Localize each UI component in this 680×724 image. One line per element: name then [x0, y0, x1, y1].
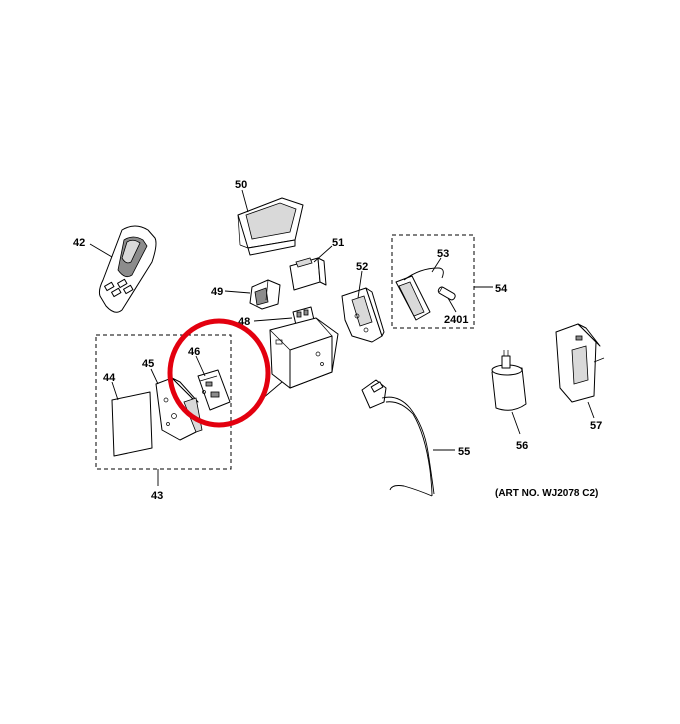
group-43-box: [95, 334, 232, 470]
highlight-circle: [167, 318, 271, 428]
part-2401-fuse[interactable]: [437, 286, 456, 301]
label-55: 55: [458, 446, 470, 458]
group-54-box: [391, 234, 475, 329]
part-46-circuit-board[interactable]: [197, 369, 231, 411]
part-51-bracket[interactable]: [289, 257, 327, 291]
art-number: (ART NO. WJ2078 C2): [495, 488, 598, 499]
label-45: 45: [142, 358, 154, 370]
label-42: 42: [73, 237, 85, 249]
part-45-housing[interactable]: [155, 377, 203, 441]
label-54: 54: [495, 283, 508, 295]
part-42-remote-control[interactable]: [98, 225, 157, 313]
control-mounting-bracket[interactable]: [269, 317, 339, 389]
part-56-capacitor[interactable]: [491, 350, 527, 411]
label-57: 57: [590, 420, 602, 432]
part-50-display-panel[interactable]: [237, 197, 304, 256]
label-50: 50: [235, 179, 247, 191]
part-49-transformer[interactable]: [249, 279, 281, 310]
part-44-card[interactable]: [111, 391, 153, 457]
part-52-board-bracket[interactable]: [341, 287, 385, 343]
label-49: 49: [211, 286, 223, 298]
part-53-component[interactable]: [395, 267, 444, 321]
label-46: 46: [188, 346, 200, 358]
label-53: 53: [437, 248, 449, 260]
label-44: 44: [103, 372, 116, 384]
label-52: 52: [356, 261, 368, 273]
part-55-power-cord[interactable]: [361, 379, 435, 497]
label-43: 43: [151, 490, 163, 502]
label-51: 51: [332, 237, 344, 249]
label-56: 56: [516, 440, 528, 452]
label-2401: 2401: [444, 314, 468, 326]
part-57-bracket[interactable]: [555, 323, 605, 403]
